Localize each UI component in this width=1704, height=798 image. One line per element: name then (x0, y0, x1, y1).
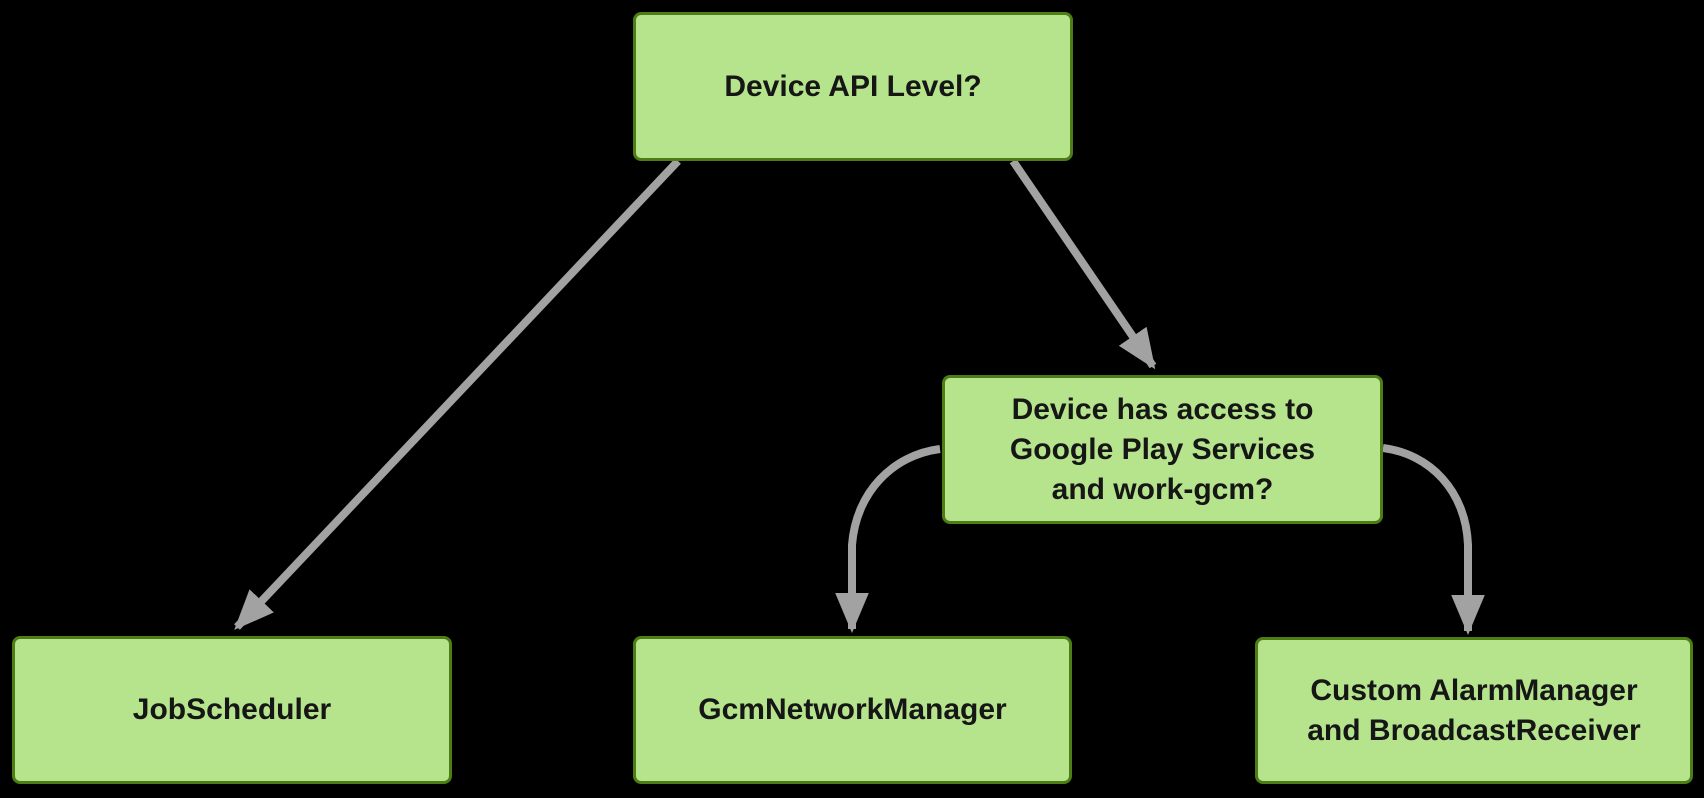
edge-device-api-level-to-play-services (1009, 158, 1157, 370)
node-gcm-network-manager-label: GcmNetworkManager (698, 693, 1007, 726)
node-job-scheduler: JobScheduler (12, 636, 452, 784)
edge-device-api-level-to-job-scheduler (234, 158, 681, 630)
node-device-api-level: Device API Level? (633, 12, 1073, 161)
node-play-services-question: Device has access to Google Play Service… (942, 375, 1383, 524)
node-gcm-network-manager: GcmNetworkManager (633, 636, 1072, 784)
node-job-scheduler-label: JobScheduler (132, 693, 332, 726)
edge-play-services-to-gcm-network-manager (835, 445, 941, 633)
edge-play-services-to-custom-alarm-manager (1382, 444, 1485, 635)
node-custom-alarm-manager: Custom AlarmManager and BroadcastReceive… (1255, 637, 1693, 784)
node-device-api-level-label: Device API Level? (724, 69, 982, 103)
node-custom-alarm-manager-label: Custom AlarmManager and BroadcastReceive… (1307, 673, 1641, 747)
node-play-services-question-label: Device has access to Google Play Service… (1009, 392, 1316, 506)
